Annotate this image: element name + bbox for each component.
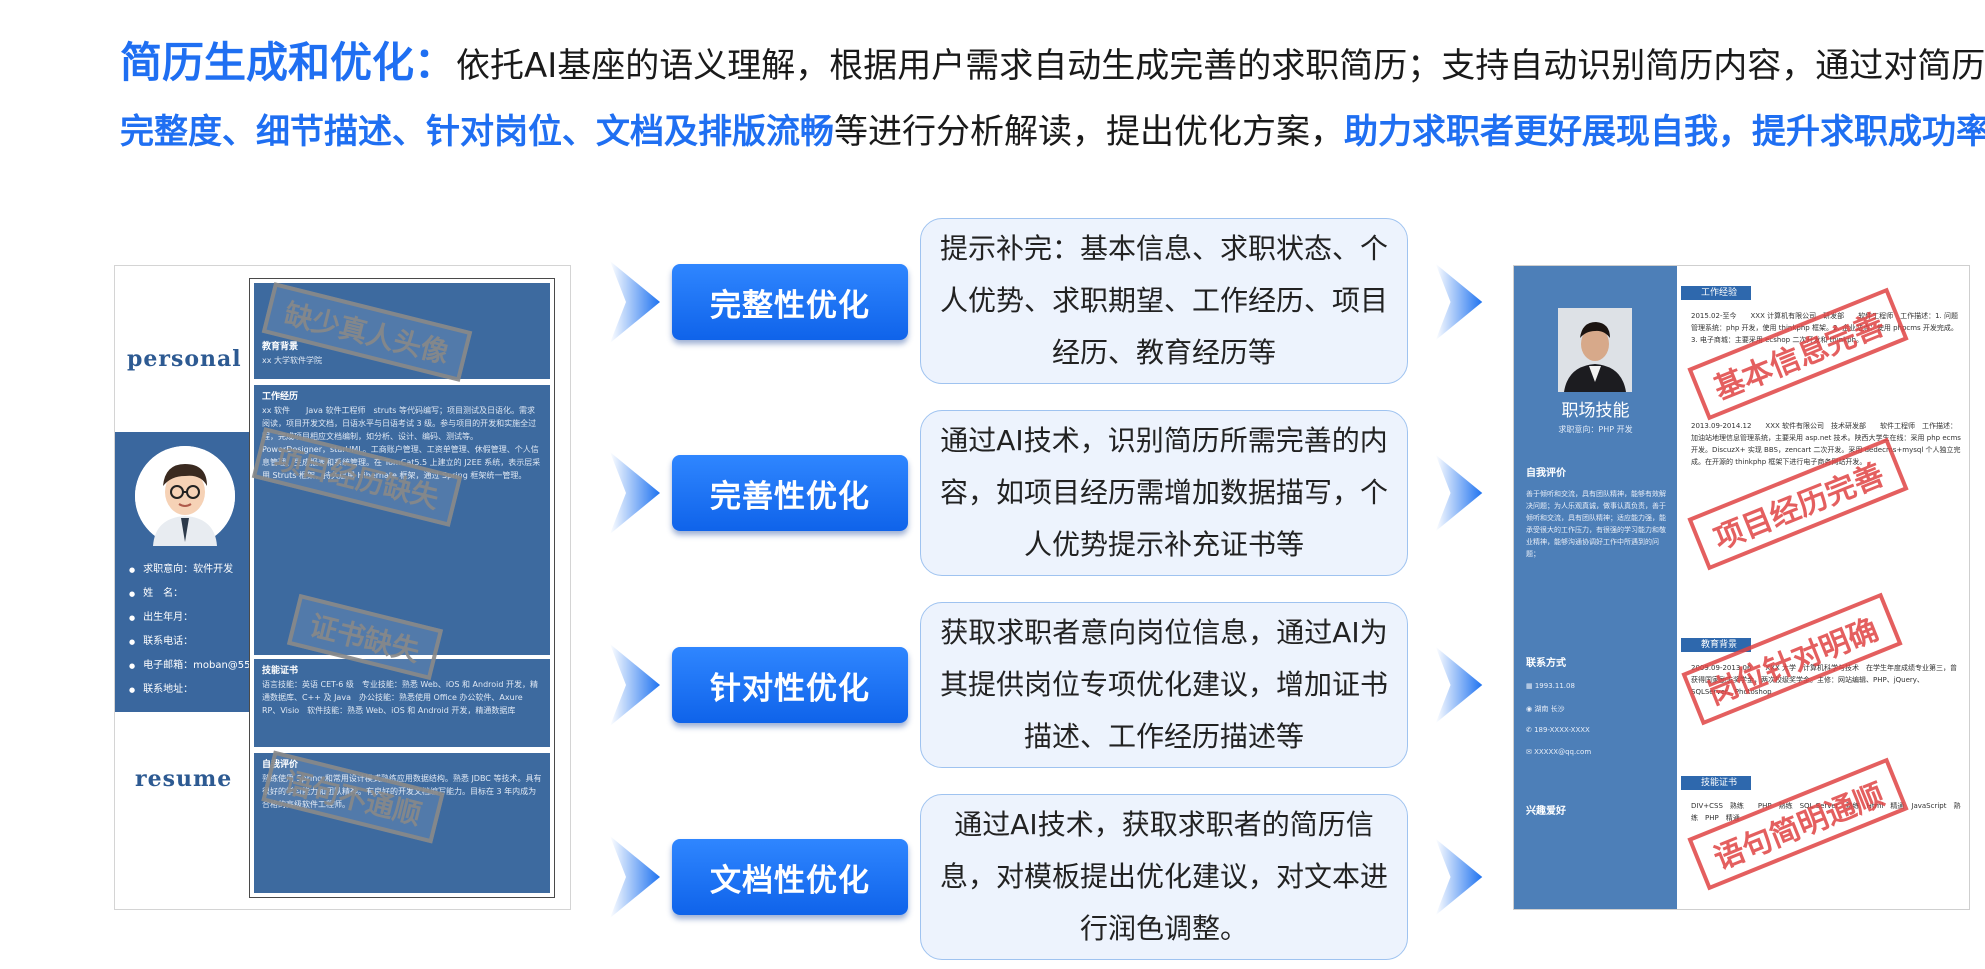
desc-text: 提示补完：基本信息、求职状态、个人优势、求职期望、工作经历、项目经历、教育经历等: [939, 232, 1388, 369]
contact-title: 联系方式: [1526, 658, 1566, 669]
location-pin-icon: ◉: [1526, 705, 1535, 713]
section-title: 工作经历: [262, 392, 299, 402]
info-item: 求职意向：软件开发: [129, 558, 309, 582]
header-title: 简历生成和优化：: [120, 38, 457, 87]
section-title: 自我评价: [262, 760, 299, 770]
chevron-right-icon: [604, 257, 664, 347]
calendar-icon: ▦: [1526, 682, 1535, 690]
resume-name: 职场技能: [1561, 401, 1630, 421]
header-line1-text: 依托AI基座的语义理解，根据用户需求自动生成完善的求职简历；支持自动识别简历内容…: [456, 46, 1985, 86]
contact-phone: ✆ 189-XXXX-XXXX: [1526, 726, 1590, 734]
chevron-right-icon: [1430, 640, 1486, 730]
info-item: 姓 名：: [129, 582, 309, 606]
resume-before-image: personal 求职意向：软件开发 姓 名： 出生年月： 联系电话： 电子邮箱…: [114, 265, 571, 910]
chevron-right-icon: [1430, 257, 1486, 347]
chevron-right-icon: [1430, 448, 1486, 538]
chevron-right-icon: [604, 640, 664, 730]
personal-label: personal: [127, 346, 242, 372]
section-title: 技能证书: [262, 666, 299, 676]
contact-value: 湖南 长沙: [1534, 705, 1565, 713]
education-entry: 2009.09-2013.06 XXX 大学 计算机科学与技术 在学生年度成绩专…: [1691, 664, 1958, 696]
section-body: 语言技能：英语 CET-6 级 专业技能：熟悉 Web、iOS 和 Androi…: [262, 680, 538, 715]
basic-info-list: 求职意向：软件开发 姓 名： 出生年月： 联系电话： 电子邮箱：moban@55…: [129, 558, 309, 702]
cartoon-avatar: [135, 446, 235, 546]
contact-birthday: ▦ 1993.11.08: [1526, 682, 1575, 690]
contact-value: 189-XXXX-XXXX: [1534, 726, 1590, 734]
resume-section-education: 教育背景 xx 大学软件学院: [254, 283, 550, 379]
resume-main: 工作经验 2015.02-至今 XXX 计算机有限公司 研发部 软件工程师 工作…: [1677, 266, 1969, 909]
work-entry-2: 2013.09-2014.12 XXX 软件有限公司 技术研发部 软件工程师 工…: [1691, 422, 1961, 466]
desc-text: 通过AI技术，获取求职者的简历信息，对模板提出优化建议，对文本进行润色调整。: [939, 808, 1388, 945]
step-targeting-button: 针对性优化: [672, 647, 908, 723]
header-line-1: 简历生成和优化：依托AI基座的语义理解，根据用户需求自动生成完善的求职简历；支持…: [120, 30, 1985, 99]
skills-entry: DIV+CSS 熟练 PHP 熟练 SQL Server 熟练 Html 精通 …: [1691, 802, 1961, 822]
header-highlight-1: 完整度、细节描述、针对岗位、文档及排版流畅: [120, 112, 834, 152]
info-item: 联系电话：: [129, 630, 309, 654]
resume-content-panel: 教育背景 xx 大学软件学院 工作经历 xx 软件 Java 软件工程师 str…: [249, 278, 555, 898]
header: 简历生成和优化：依托AI基座的语义理解，根据用户需求自动生成完善的求职简历；支持…: [120, 30, 1985, 165]
profile-photo: [1558, 308, 1632, 392]
header-highlight-2: 助力求职者更好展现自我，提升求职成功率: [1344, 112, 1985, 152]
hobby-title: 兴趣爱好: [1526, 806, 1566, 817]
section-tag-education: 教育背景: [1681, 638, 1752, 652]
step-document-desc: 通过AI技术，获取求职者的简历信息，对模板提出优化建议，对文本进行润色调整。: [920, 794, 1408, 960]
section-body: xx 大学软件学院: [262, 356, 323, 365]
resume-intent: 求职意向：PHP 开发: [1558, 425, 1633, 434]
section-tag-skills: 技能证书: [1681, 776, 1752, 790]
info-item: 联系地址：: [129, 678, 309, 702]
info-item: 出生年月：: [129, 606, 309, 630]
chevron-right-icon: [1430, 832, 1486, 922]
desc-text: 通过AI技术，识别简历所需完善的内容，如项目经历需增加数据描写，个人优势提示补充…: [939, 424, 1388, 561]
contact-location: ◉ 湖南 长沙: [1526, 704, 1565, 714]
resume-after-image: 职场技能 求职意向：PHP 开发 自我评价 善于倾听和交流，具有团队精神，能够有…: [1513, 265, 1970, 910]
contact-value: 1993.11.08: [1534, 682, 1575, 690]
section-tag-work: 工作经验: [1681, 286, 1752, 300]
step-targeting-desc: 获取求职者意向岗位信息，通过AI为其提供岗位专项优化建议，增加证书描述、工作经历…: [920, 602, 1408, 768]
info-item: 电子邮箱：moban@55.la: [129, 654, 309, 678]
resume-section-work: 工作经历 xx 软件 Java 软件工程师 struts 等代码编写；项目测试及…: [254, 385, 550, 655]
phone-icon: ✆: [1526, 726, 1535, 734]
self-eval-text: 善于倾听和交流，具有团队精神，能够有效解决问题；为人乐观真诚，做事认真负责，善于…: [1526, 490, 1666, 558]
mail-icon: ✉: [1526, 748, 1535, 756]
step-refinement-desc: 通过AI技术，识别简历所需完善的内容，如项目经历需增加数据描写，个人优势提示补充…: [920, 410, 1408, 576]
resume-section-self-eval: 自我评价 熟练使用 Spring 和常用设计模式熟练应用数据结构。熟悉 JDBC…: [254, 753, 550, 893]
work-entry-1: 2015.02-至今 XXX 计算机有限公司 研发部 软件工程师 工作描述：1.…: [1691, 312, 1958, 344]
resume-sidebar: 职场技能 求职意向：PHP 开发 自我评价 善于倾听和交流，具有团队精神，能够有…: [1514, 266, 1677, 909]
section-title: 教育背景: [262, 342, 299, 352]
resume-section-skills: 技能证书 语言技能：英语 CET-6 级 专业技能：熟悉 Web、iOS 和 A…: [254, 659, 550, 747]
step-refinement-button: 完善性优化: [672, 455, 908, 531]
section-body: 熟练使用 Spring 和常用设计模式熟练应用数据结构。熟悉 JDBC 等技术。…: [262, 774, 542, 809]
chevron-right-icon: [604, 832, 664, 922]
contact-email: ✉ XXXXX@qq.com: [1526, 748, 1591, 756]
self-eval-title: 自我评价: [1526, 468, 1566, 479]
step-document-button: 文档性优化: [672, 839, 908, 915]
desc-text: 获取求职者意向岗位信息，通过AI为其提供岗位专项优化建议，增加证书描述、工作经历…: [939, 616, 1388, 753]
header-line-2: 完整度、细节描述、针对岗位、文档及排版流畅等进行分析解读，提出优化方案，助力求职…: [120, 99, 1985, 165]
resume-label: resume: [135, 766, 233, 792]
header-line2-text: 等进行分析解读，提出优化方案，: [834, 112, 1344, 152]
chevron-right-icon: [604, 448, 664, 538]
contact-value: XXXXX@qq.com: [1534, 748, 1592, 756]
step-completeness-desc: 提示补完：基本信息、求职状态、个人优势、求职期望、工作经历、项目经历、教育经历等: [920, 218, 1408, 384]
step-completeness-button: 完整性优化: [672, 264, 908, 340]
section-body: xx 软件 Java 软件工程师 struts 等代码编写；项目测试及日语化。需…: [262, 406, 541, 480]
